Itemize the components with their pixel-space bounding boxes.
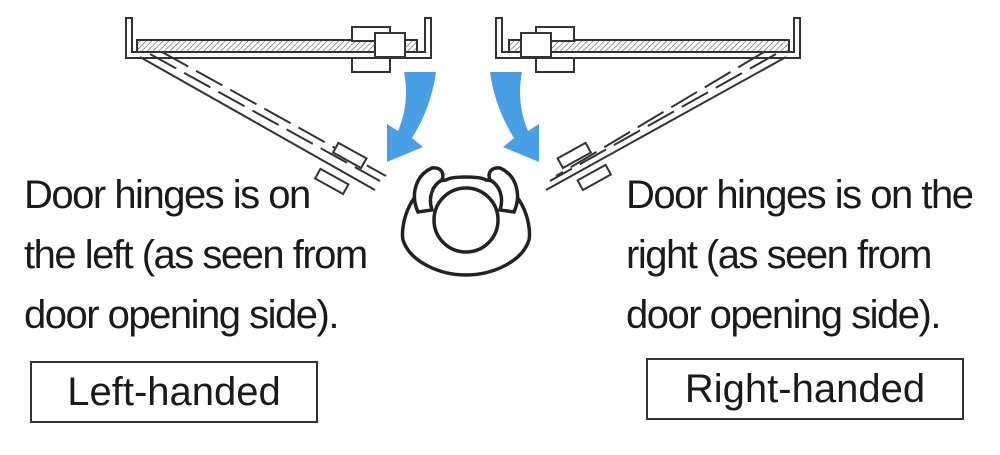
right-open-hinge-1 <box>556 141 593 170</box>
right-description-line-2: right (as seen from <box>626 233 932 277</box>
left-door-open-edge-1 <box>139 56 376 191</box>
right-description-line-3: door opening side). <box>626 293 941 337</box>
right-handed-label: Right-handed <box>646 358 964 420</box>
person-top-view-icon <box>400 166 532 277</box>
right-hinge-block <box>520 32 552 58</box>
right-open-hinge-2 <box>576 163 613 192</box>
right-hinge-plate-bottom <box>535 57 575 73</box>
right-hinge-description: Door hinges is on the right (as seen fro… <box>626 165 974 345</box>
left-description-line-2: the left (as seen from <box>24 233 368 277</box>
left-hinge-description: Door hinges is on the left (as seen from… <box>24 165 368 345</box>
left-description-line-1: Door hinges is on <box>24 173 311 217</box>
left-door-open-edge-2 <box>149 53 381 182</box>
left-open-hinge-1 <box>331 141 368 170</box>
left-hinge-block <box>374 32 406 58</box>
person-left-arm <box>412 166 445 214</box>
right-description-line-1: Door hinges is on the <box>626 173 974 217</box>
left-description-line-3: door opening side). <box>24 293 339 337</box>
right-door-open-edge-1 <box>545 56 787 191</box>
left-door-assembly <box>125 17 432 196</box>
person-head <box>432 186 500 254</box>
left-open-hinge-2 <box>313 167 350 196</box>
right-door-open-edge-3 <box>555 51 765 177</box>
left-hinge-plate-bottom <box>351 57 391 73</box>
right-door-assembly <box>495 17 801 192</box>
left-door-closed <box>136 39 418 53</box>
person-right-arm <box>487 166 520 214</box>
right-door-closed <box>508 39 790 53</box>
left-handed-label: Left-handed <box>30 361 318 423</box>
left-swing-arrow-icon <box>387 72 436 162</box>
right-swing-arrow-icon <box>490 72 539 162</box>
right-door-open-edge-2 <box>549 53 777 182</box>
